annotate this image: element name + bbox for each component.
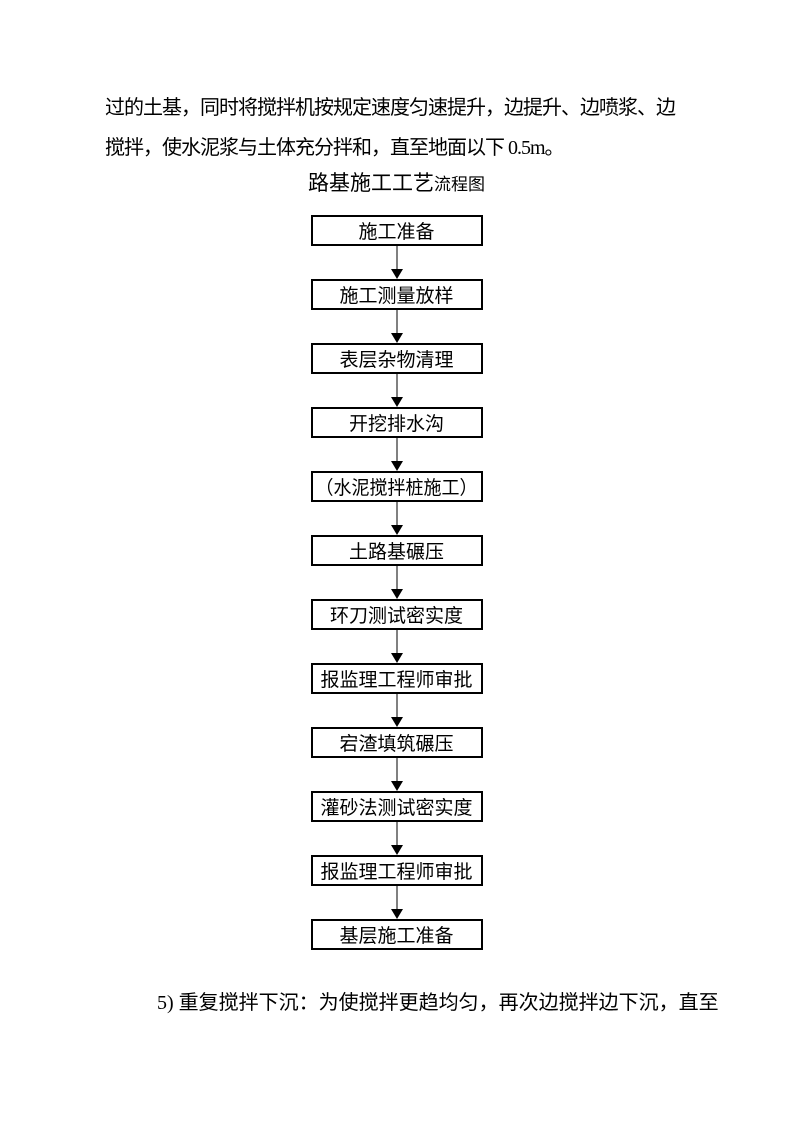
arrow-stem (395, 822, 398, 846)
arrow-down-icon (390, 502, 404, 535)
paragraph-line: 搅拌，使水泥浆与土体充分拌和，直至地面以下 0.5m。 (105, 137, 565, 159)
arrow-head (390, 589, 403, 599)
flow-step: 灌砂法测试密实度 (310, 791, 483, 855)
arrow-stem (395, 886, 398, 910)
flow-step-box: 土路基碾压 (310, 535, 483, 566)
arrow-down-icon (390, 886, 404, 919)
flow-step-label: 施工测量放样 (339, 286, 454, 307)
flow-step: 土路基碾压 (310, 535, 483, 599)
flow-step-box: （水泥搅拌桩施工） (310, 471, 483, 502)
arrow-head (390, 333, 403, 343)
arrow-stem (395, 502, 398, 526)
arrow-head (390, 461, 403, 471)
flowchart: 施工准备 施工测量放样 表层杂物清理 开挖排水 (0, 215, 793, 950)
flow-step-label: 土路基碾压 (348, 542, 444, 563)
flow-step-label: 报监理工程师审批 (320, 862, 473, 883)
flow-step-box: 报监理工程师审批 (310, 855, 483, 886)
arrow-head (390, 909, 403, 919)
arrow-down-icon (390, 566, 404, 599)
flow-step-box: 宕渣填筑碾压 (310, 727, 483, 758)
flow-step-box: 施工测量放样 (310, 279, 483, 310)
arrow-down-icon (390, 822, 404, 855)
flow-step: 施工准备 (310, 215, 483, 279)
arrow-stem (395, 310, 398, 334)
flow-step: 报监理工程师审批 (310, 663, 483, 727)
flow-step-box: 施工准备 (310, 215, 483, 246)
arrow-down-icon (390, 374, 404, 407)
arrow-stem (395, 374, 398, 398)
paragraph-line: 过的土基，同时将搅拌机按规定速度匀速提升，边提升、边喷浆、边 (105, 97, 676, 119)
arrow-stem (395, 566, 398, 590)
arrow-down-icon (390, 246, 404, 279)
flow-step-label: 环刀测试密实度 (329, 606, 463, 627)
paragraph-bottom: 5) 重复搅拌下沉：为使搅拌更趋均匀，再次边搅拌边下沉，直至 (157, 992, 719, 1014)
arrow-stem (395, 758, 398, 782)
flow-step: 施工测量放样 (310, 279, 483, 343)
figure-title-suffix: 流程图 (434, 175, 485, 194)
flow-step-label: 表层杂物清理 (339, 350, 454, 371)
flow-step-box: 基层施工准备 (310, 919, 483, 950)
arrow-down-icon (390, 758, 404, 791)
flow-step: 开挖排水沟 (310, 407, 483, 471)
paragraph-top: 过的土基，同时将搅拌机按规定速度匀速提升，边提升、边喷浆、边 搅拌，使水泥浆与土… (105, 88, 676, 168)
flow-step-label: 开挖排水沟 (348, 414, 444, 435)
flow-step-label: 报监理工程师审批 (320, 670, 473, 691)
arrow-head (390, 269, 403, 279)
flow-step: 表层杂物清理 (310, 343, 483, 407)
flow-step: （水泥搅拌桩施工） (310, 471, 483, 535)
flow-step: 宕渣填筑碾压 (310, 727, 483, 791)
flow-step-label: 施工准备 (358, 222, 435, 243)
flow-step: 基层施工准备 (310, 919, 483, 950)
figure-title: 路基施工工艺流程图 (0, 170, 793, 199)
arrow-head (390, 653, 403, 663)
flow-step-box: 灌砂法测试密实度 (310, 791, 483, 822)
flow-step-box: 表层杂物清理 (310, 343, 483, 374)
flow-step-label: （水泥搅拌桩施工） (315, 478, 478, 499)
flow-step-label: 宕渣填筑碾压 (339, 734, 454, 755)
arrow-down-icon (390, 310, 404, 343)
arrow-stem (395, 246, 398, 270)
arrow-down-icon (390, 694, 404, 727)
flow-step-label: 灌砂法测试密实度 (320, 798, 473, 819)
figure-title-main: 路基施工工艺 (308, 171, 434, 195)
flow-step: 环刀测试密实度 (310, 599, 483, 663)
flow-step-box: 开挖排水沟 (310, 407, 483, 438)
arrow-head (390, 845, 403, 855)
arrow-head (390, 397, 403, 407)
arrow-down-icon (390, 438, 404, 471)
arrow-stem (395, 694, 398, 718)
arrow-head (390, 717, 403, 727)
arrow-head (390, 525, 403, 535)
flow-step: 报监理工程师审批 (310, 855, 483, 919)
flow-step-box: 环刀测试密实度 (310, 599, 483, 630)
flow-step-box: 报监理工程师审批 (310, 663, 483, 694)
arrow-head (390, 781, 403, 791)
flow-step-label: 基层施工准备 (339, 926, 454, 947)
arrow-stem (395, 630, 398, 654)
arrow-stem (395, 438, 398, 462)
arrow-down-icon (390, 630, 404, 663)
